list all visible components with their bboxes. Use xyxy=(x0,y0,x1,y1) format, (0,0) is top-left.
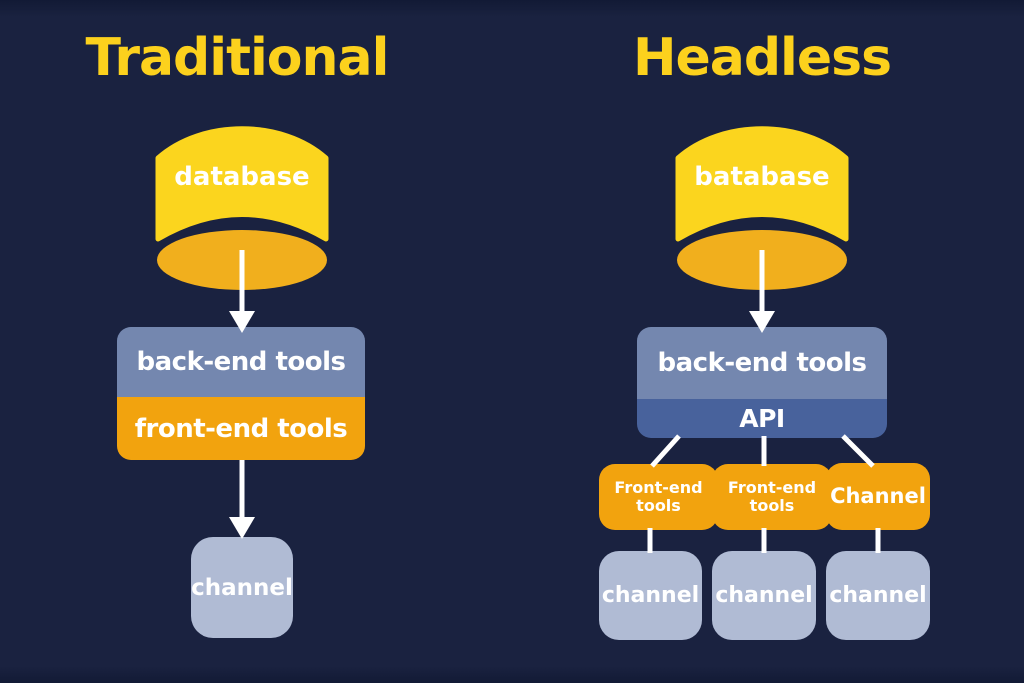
channel-box-3: channel xyxy=(826,551,930,640)
line-api-channel-top xyxy=(841,434,875,468)
arrowhead-icon xyxy=(229,517,255,539)
line-api-frontend-1 xyxy=(650,434,681,468)
database-cylinder-right: batabase xyxy=(674,116,850,294)
channel-box-1: channel xyxy=(599,551,702,640)
frontend-tools-box-1: Front-end tools xyxy=(599,464,718,530)
database-label-right: batabase xyxy=(694,162,830,192)
title-headless: Headless xyxy=(632,28,892,88)
database-cylinder-left: database xyxy=(154,116,330,294)
database-label-left: database xyxy=(174,162,310,192)
database-icon xyxy=(675,126,849,290)
channel-box-left: channel xyxy=(191,537,293,638)
channel-box-2: channel xyxy=(712,551,816,640)
tools-stack-left: back-end tools front-end tools xyxy=(117,327,365,460)
channel-top-box: Channel xyxy=(826,463,930,530)
backend-tools-box-left: back-end tools xyxy=(117,327,365,397)
frontend-tools-box-left: front-end tools xyxy=(117,397,365,460)
frontend-tools-box-2: Front-end tools xyxy=(712,464,832,530)
backend-tools-box-right: back-end tools xyxy=(637,327,887,399)
api-layer-box: API xyxy=(637,399,887,438)
database-icon xyxy=(155,126,329,290)
backend-api-box: back-end tools API xyxy=(637,327,887,438)
title-traditional: Traditional xyxy=(85,28,390,88)
